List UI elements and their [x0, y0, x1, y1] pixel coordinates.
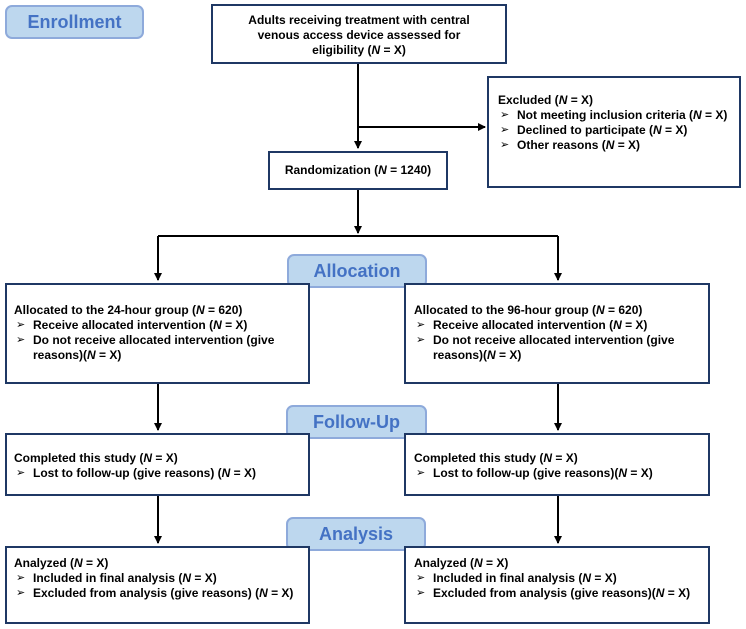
eligibility-box: Adults receiving treatment with central … — [211, 4, 507, 64]
followup-right-title: Completed this study (N = X) — [414, 451, 578, 465]
excluded-item: Other reasons (N = X) — [498, 138, 733, 153]
stage-allocation-label: Allocation — [313, 260, 401, 281]
allocation-left-item: Do not receive allocated intervention (g… — [14, 333, 302, 363]
eligibility-line-2: venous access device assessed for — [257, 28, 461, 42]
eligibility-line-3: eligibility (N = X) — [312, 43, 406, 57]
followup-right-list: Lost to follow-up (give reasons)(N = X) — [414, 466, 702, 481]
followup-left-title: Completed this study (N = X) — [14, 451, 178, 465]
allocation-right-list: Receive allocated intervention (N = X) D… — [414, 318, 702, 363]
excluded-list: Not meeting inclusion criteria (N = X) D… — [498, 108, 733, 153]
followup-left-item: Lost to follow-up (give reasons) (N = X) — [14, 466, 302, 481]
allocation-left-box: Allocated to the 24-hour group (N = 620)… — [5, 283, 310, 384]
stage-follow-up-label: Follow-Up — [313, 411, 400, 432]
eligibility-line-1: Adults receiving treatment with central — [248, 13, 470, 27]
analysis-left-box: Analyzed (N = X) Included in final analy… — [5, 546, 310, 624]
followup-left-list: Lost to follow-up (give reasons) (N = X) — [14, 466, 302, 481]
stage-allocation: Allocation — [287, 254, 427, 288]
analysis-left-list: Included in final analysis (N = X) Exclu… — [14, 571, 302, 601]
followup-right-box: Completed this study (N = X) Lost to fol… — [404, 433, 710, 496]
stage-analysis-label: Analysis — [318, 523, 394, 544]
excluded-item: Declined to participate (N = X) — [498, 123, 733, 138]
randomization-box: Randomization (N = 1240) — [268, 151, 448, 190]
analysis-left-item: Excluded from analysis (give reasons) (N… — [14, 586, 302, 601]
excluded-item: Not meeting inclusion criteria (N = X) — [498, 108, 733, 123]
analysis-left-item: Included in final analysis (N = X) — [14, 571, 302, 586]
allocation-right-item: Receive allocated intervention (N = X) — [414, 318, 702, 333]
randomization-text: Randomization (N = 1240) — [284, 163, 432, 177]
stage-enrollment-label: Enrollment — [27, 11, 122, 32]
analysis-right-title: Analyzed (N = X) — [414, 556, 509, 570]
analysis-left-title: Analyzed (N = X) — [14, 556, 109, 570]
followup-right-item: Lost to follow-up (give reasons)(N = X) — [414, 466, 702, 481]
allocation-right-title: Allocated to the 96-hour group (N = 620) — [414, 303, 643, 317]
allocation-right-box: Allocated to the 96-hour group (N = 620)… — [404, 283, 710, 384]
analysis-right-item: Included in final analysis (N = X) — [414, 571, 702, 586]
analysis-right-box: Analyzed (N = X) Included in final analy… — [404, 546, 710, 624]
analysis-right-item: Excluded from analysis (give reasons)(N … — [414, 586, 702, 601]
allocation-left-list: Receive allocated intervention (N = X) D… — [14, 318, 302, 363]
allocation-left-title: Allocated to the 24-hour group (N = 620) — [14, 303, 243, 317]
followup-left-box: Completed this study (N = X) Lost to fol… — [5, 433, 310, 496]
allocation-right-item: Do not receive allocated intervention (g… — [414, 333, 702, 363]
allocation-left-item: Receive allocated intervention (N = X) — [14, 318, 302, 333]
stage-analysis: Analysis — [286, 517, 426, 551]
excluded-box: Excluded (N = X) Not meeting inclusion c… — [487, 76, 741, 188]
stage-enrollment: Enrollment — [5, 5, 144, 39]
excluded-title: Excluded (N = X) — [498, 93, 594, 107]
analysis-right-list: Included in final analysis (N = X) Exclu… — [414, 571, 702, 601]
